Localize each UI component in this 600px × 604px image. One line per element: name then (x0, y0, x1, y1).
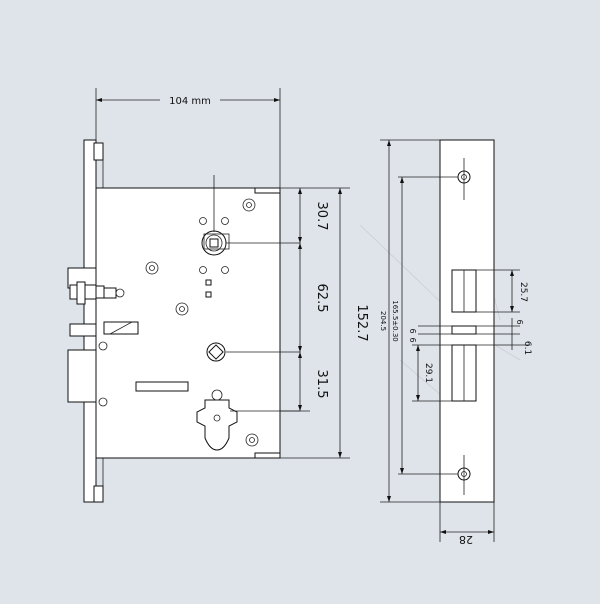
dim-6-left-b: 6 (408, 337, 417, 342)
faceplate-top-tab (93, 142, 104, 161)
dim-29-1-label: 29.1 (423, 363, 433, 383)
dim-6-1-label: 6.1 (522, 341, 532, 355)
cylinder-hole (196, 399, 238, 451)
side-plate (439, 139, 495, 503)
faceplate-side-view (439, 139, 495, 503)
dim-204-5-label: 204.5 (379, 311, 387, 331)
screw-holes (145, 198, 259, 447)
spindle-bottom (206, 342, 226, 362)
dim-25-7-label: 25.7 (518, 282, 528, 302)
front-dimensions: 104 mm 30.7 62.5 31.5 152.7 (95, 88, 369, 459)
dim-104-label: 104 mm (169, 96, 211, 107)
guide-block-1 (103, 287, 117, 299)
side-dimensions: 204.5 165.5±0.30 29.1 6 6 25.7 6 6.1 (379, 139, 532, 546)
dim-28-label: 28 (459, 533, 473, 546)
dim-6-left-a: 6 (408, 328, 417, 333)
dim-31-5-label: 31.5 (314, 370, 329, 399)
lock-body-front-view (67, 139, 300, 503)
slot (135, 381, 189, 392)
dim-152-7-label: 152.7 (354, 304, 369, 341)
dim-6-right-label: 6 (515, 319, 524, 324)
dead-bolt (67, 349, 97, 403)
aux-bolt (69, 323, 97, 337)
faceplate-bottom-tab (93, 485, 104, 503)
dim-165-5-label: 165.5±0.30 (391, 300, 399, 342)
spindle-top (199, 217, 230, 298)
dim-30-7-label: 30.7 (314, 202, 329, 231)
dim-62-5-label: 62.5 (314, 284, 329, 313)
faceplate (83, 139, 97, 503)
